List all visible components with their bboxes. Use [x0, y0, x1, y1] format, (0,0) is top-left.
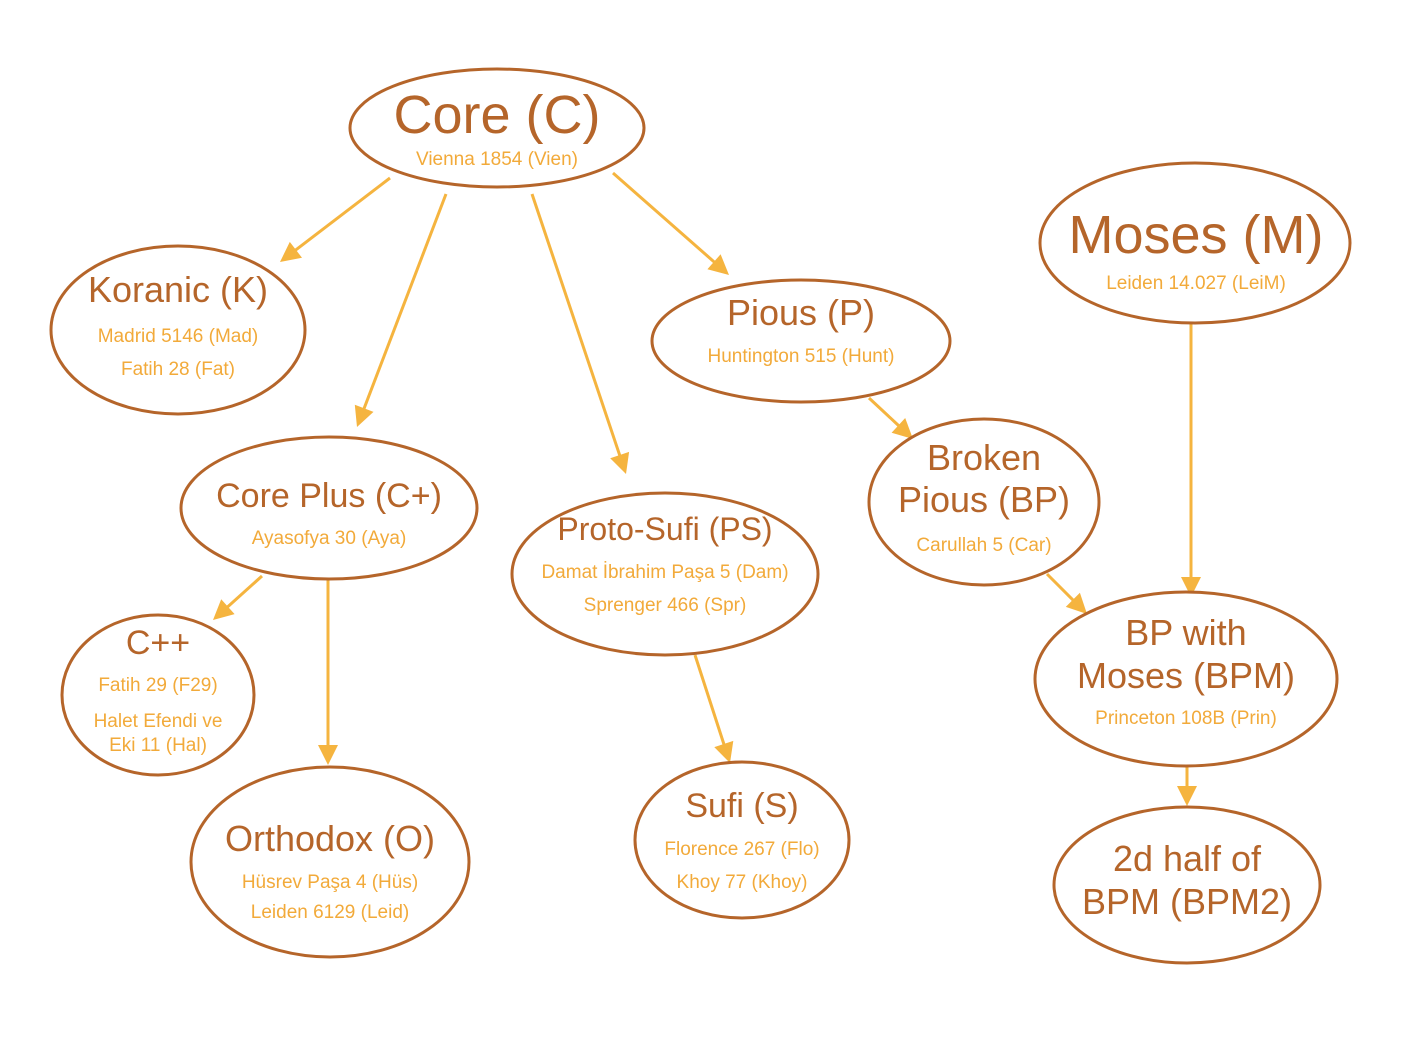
- arrowhead-icon: [213, 599, 235, 620]
- node-moses-title: Moses (M): [1069, 205, 1324, 265]
- arrowhead-icon: [714, 740, 734, 763]
- node-orthodox-ellipse: [189, 765, 471, 959]
- node-sufi-manuscript-1: Florence 267 (Flo): [664, 839, 819, 860]
- node-proto-sufi-title: Proto-Sufi (PS): [557, 511, 772, 547]
- arrowhead-icon: [1065, 592, 1087, 614]
- node-broken-pious-manuscript: Carullah 5 (Car): [916, 535, 1051, 556]
- arrow-core-to-pious: [612, 171, 729, 275]
- node-core-plus-title: Core Plus (C+): [216, 477, 442, 515]
- node-pious-manuscript: Huntington 515 (Hunt): [708, 346, 895, 367]
- node-core-plus-manuscript: Ayasofya 30 (Aya): [252, 528, 407, 549]
- arrow-moses-to-bpm: [1181, 323, 1201, 597]
- node-pious: Pious (P) Huntington 515 (Hunt): [650, 278, 952, 404]
- arrow-broken_pious-to-bpm: [1045, 572, 1087, 614]
- arrow-proto_sufi-to-sufi: [693, 654, 734, 763]
- node-cpp: C++ Fatih 29 (F29) Halet Efendi ve Eki 1…: [60, 613, 256, 777]
- node-sufi: Sufi (S) Florence 267 (Flo) Khoy 77 (Kho…: [633, 760, 851, 920]
- node-sufi-manuscript-2: Khoy 77 (Khoy): [677, 872, 808, 893]
- arrow-core-to-proto_sufi: [530, 193, 630, 474]
- node-core-plus: Core Plus (C+) Ayasofya 30 (Aya): [179, 435, 479, 581]
- arrow-line: [1045, 572, 1076, 603]
- node-moses-ellipse: [1038, 161, 1352, 325]
- node-pious-title: Pious (P): [727, 292, 875, 333]
- node-orthodox: Orthodox (O) Hüsrev Paşa 4 (Hüs) Leiden …: [189, 765, 471, 959]
- arrow-line: [693, 654, 726, 747]
- arrowhead-icon: [891, 418, 913, 439]
- node-koranic-manuscript-2: Fatih 28 (Fat): [121, 359, 235, 380]
- arrow-core_plus-to-orthodox: [318, 580, 338, 765]
- node-koranic-title: Koranic (K): [88, 269, 268, 310]
- node-cpp-title: C++: [126, 624, 190, 662]
- node-sufi-title: Sufi (S): [685, 787, 798, 825]
- node-cpp-manuscript-3: Eki 11 (Hal): [109, 735, 207, 756]
- node-core-ellipse: [348, 67, 646, 189]
- node-orthodox-title: Orthodox (O): [225, 818, 435, 859]
- node-proto-sufi-ellipse: [510, 491, 820, 657]
- node-cpp-ellipse: [60, 613, 256, 777]
- node-broken-pious: Broken Pious (BP) Carullah 5 (Car): [867, 417, 1101, 587]
- node-koranic-ellipse: [49, 244, 307, 416]
- arrowhead-icon: [354, 404, 374, 427]
- node-bpm2-title-2: BPM (BPM2): [1082, 881, 1292, 922]
- arrow-line: [362, 193, 448, 411]
- node-bpm-ellipse: [1033, 590, 1339, 768]
- arrow-core-to-core_plus: [354, 193, 448, 427]
- node-cpp-manuscript-1: Fatih 29 (F29): [98, 675, 217, 696]
- node-bpm-title-2: Moses (BPM): [1077, 655, 1295, 696]
- arrowhead-icon: [707, 254, 729, 275]
- arrowhead-icon: [318, 745, 338, 765]
- node-broken-pious-ellipse: [867, 417, 1101, 587]
- arrow-line: [612, 171, 717, 265]
- node-bpm-title-1: BP with: [1125, 612, 1246, 653]
- node-proto-sufi-manuscript-2: Sprenger 466 (Spr): [584, 595, 747, 616]
- node-broken-pious-title-1: Broken: [927, 437, 1041, 478]
- node-moses-manuscript: Leiden 14.027 (LeiM): [1106, 273, 1286, 294]
- arrowhead-icon: [1177, 786, 1197, 806]
- node-cpp-manuscript-2: Halet Efendi ve: [94, 711, 223, 732]
- node-pious-ellipse: [650, 278, 952, 404]
- node-bpm2-title-1: 2d half of: [1113, 838, 1262, 879]
- node-orthodox-manuscript-2: Leiden 6129 (Leid): [251, 902, 409, 923]
- node-orthodox-manuscript-1: Hüsrev Paşa 4 (Hüs): [242, 872, 418, 893]
- arrow-core-to-koranic: [280, 176, 391, 262]
- node-sufi-ellipse: [633, 760, 851, 920]
- node-core-title: Core (C): [393, 85, 600, 145]
- node-bpm-manuscript: Princeton 108B (Prin): [1095, 708, 1277, 729]
- arrowhead-icon: [280, 241, 302, 262]
- node-bpm2: 2d half of BPM (BPM2): [1052, 805, 1322, 965]
- arrow-pious-to-broken_pious: [867, 396, 913, 439]
- arrowhead-icon: [1181, 577, 1201, 597]
- arrowhead-icon: [610, 451, 630, 474]
- arrow-bpm-to-bpm2: [1177, 764, 1197, 806]
- arrow-line: [530, 193, 622, 458]
- arrow-core_plus-to-cpp: [213, 574, 264, 620]
- arrow-line: [293, 176, 391, 253]
- node-core: Core (C) Vienna 1854 (Vien): [348, 67, 646, 189]
- node-proto-sufi: Proto-Sufi (PS) Damat İbrahim Paşa 5 (Da…: [510, 491, 820, 657]
- arrow-line: [225, 574, 264, 610]
- edges-layer: [213, 171, 1201, 806]
- node-core-plus-ellipse: [179, 435, 479, 581]
- node-moses: Moses (M) Leiden 14.027 (LeiM): [1038, 161, 1352, 325]
- node-bpm: BP with Moses (BPM) Princeton 108B (Prin…: [1033, 590, 1339, 768]
- node-koranic-manuscript-1: Madrid 5146 (Mad): [98, 326, 259, 347]
- node-broken-pious-title-2: Pious (BP): [898, 479, 1070, 520]
- node-core-manuscript: Vienna 1854 (Vien): [416, 149, 578, 170]
- node-proto-sufi-manuscript-1: Damat İbrahim Paşa 5 (Dam): [541, 562, 788, 583]
- node-koranic: Koranic (K) Madrid 5146 (Mad) Fatih 28 (…: [49, 244, 307, 416]
- arrow-line: [867, 396, 901, 428]
- node-bpm2-ellipse: [1052, 805, 1322, 965]
